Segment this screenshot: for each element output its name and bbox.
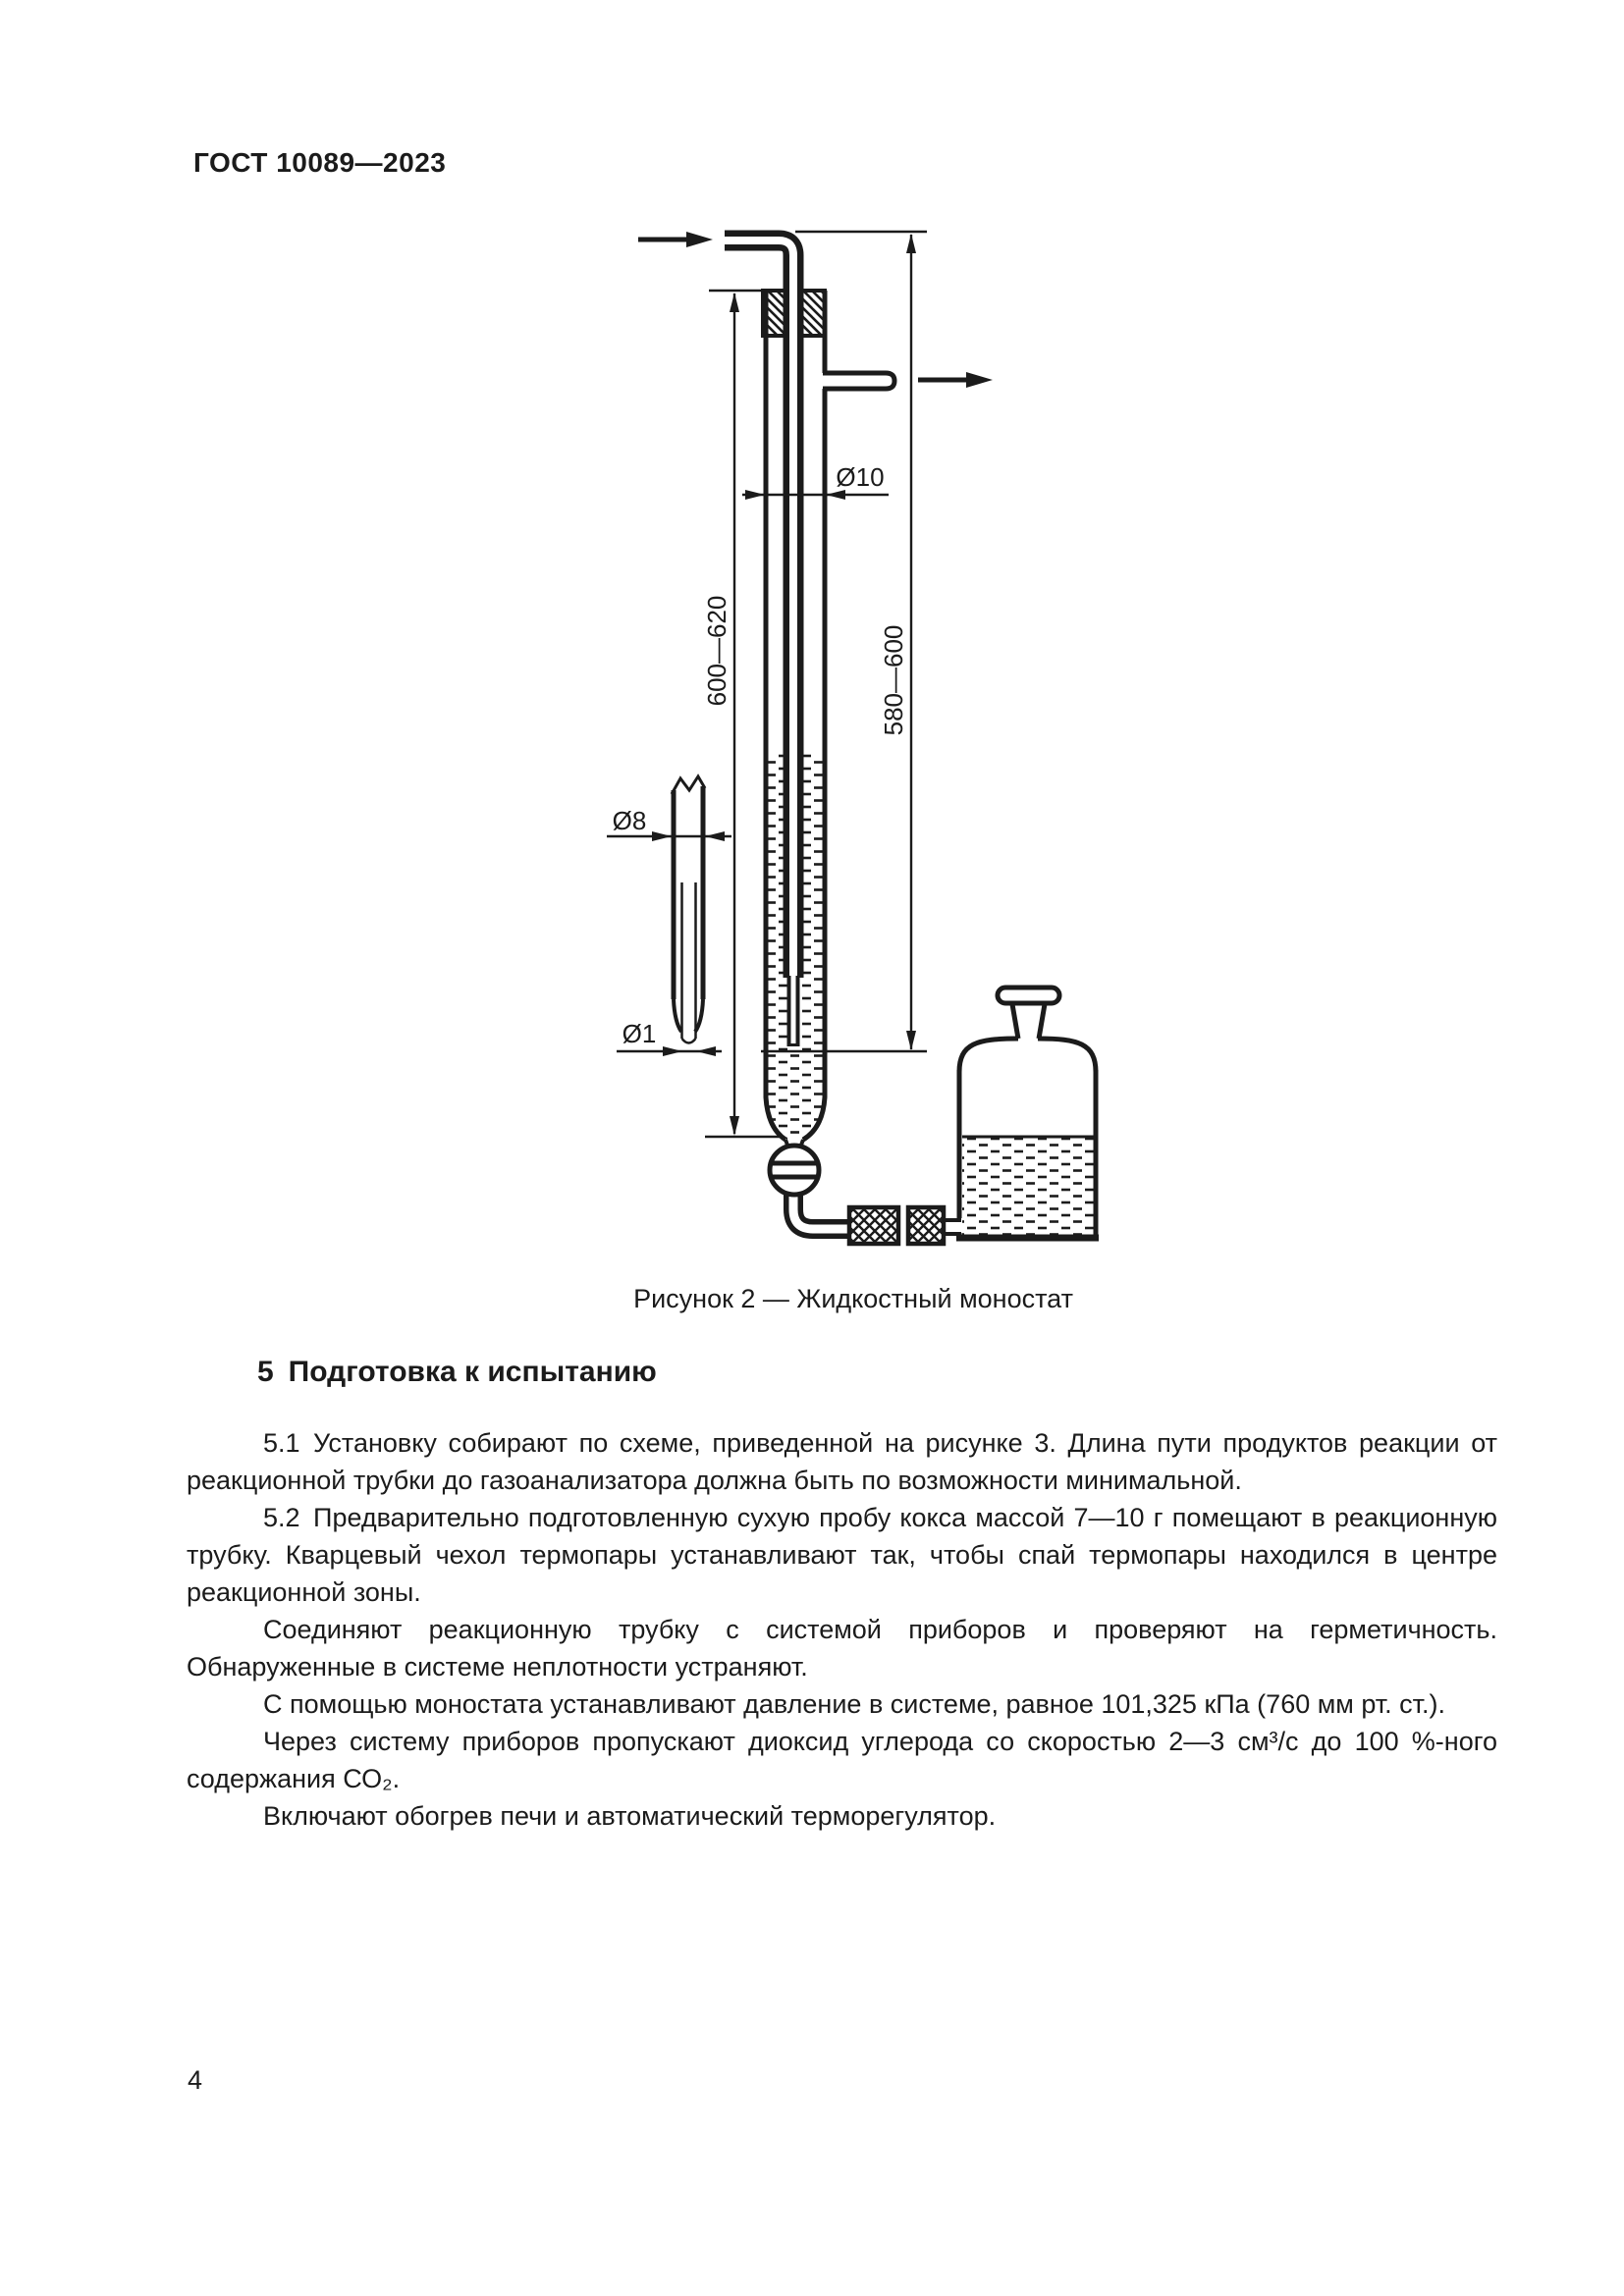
pressure-bottle — [956, 985, 1099, 1242]
monostat-outer-tube — [763, 291, 897, 1143]
paragraph-5-2: 5.2 Предварительно подготовленную сухую … — [187, 1503, 1497, 1607]
paragraph-5-1: 5.1 Установку собирают по схеме, приведе… — [187, 1428, 1497, 1495]
page-number: 4 — [188, 2065, 203, 2095]
paragraph-connect-tube: Соединяют реакционную трубку с системой … — [187, 1615, 1497, 1682]
paragraph-set-pressure: С помощью моностата устанавливают давлен… — [263, 1689, 1446, 1719]
inner-gas-tube — [725, 230, 804, 1046]
section-body: 5.1 Установку собирают по схеме, приведе… — [187, 1424, 1497, 1835]
section-heading: 5 Подготовка к испытанию — [257, 1356, 657, 1388]
dimension-label-580-600: 580—600 — [879, 625, 908, 736]
dimension-600-620: 600—620 — [702, 289, 782, 1139]
dimension-580-600: 580—600 — [761, 230, 927, 1053]
gas-inlet-arrow-icon — [638, 232, 713, 247]
dimension-dia1: Ø1 — [617, 1019, 722, 1056]
document-header: ГОСТ 10089—2023 — [193, 147, 447, 178]
dimension-label-600-620: 600—620 — [702, 596, 731, 707]
stopcock-valve — [767, 1139, 850, 1239]
connector-sleeves — [846, 1204, 961, 1247]
gas-outlet-arrow-icon — [918, 372, 993, 388]
figure-caption: Рисунок 2 — Жидкостный моностат — [633, 1284, 1073, 1313]
paragraph-co2-flow: Через систему приборов пропускают диокси… — [187, 1727, 1497, 1793]
dimension-label-dia1: Ø1 — [623, 1019, 657, 1048]
side-outlet-arm — [823, 370, 897, 392]
dimension-dia8: Ø8 — [607, 806, 731, 841]
dimension-label-dia10: Ø10 — [836, 462, 884, 492]
dimension-label-dia8: Ø8 — [613, 806, 647, 835]
paragraph-enable-heating: Включают обогрев печи и автоматический т… — [263, 1801, 997, 1831]
dimension-dia10: Ø10 — [742, 462, 889, 500]
tube-tip-detail — [670, 774, 707, 1044]
